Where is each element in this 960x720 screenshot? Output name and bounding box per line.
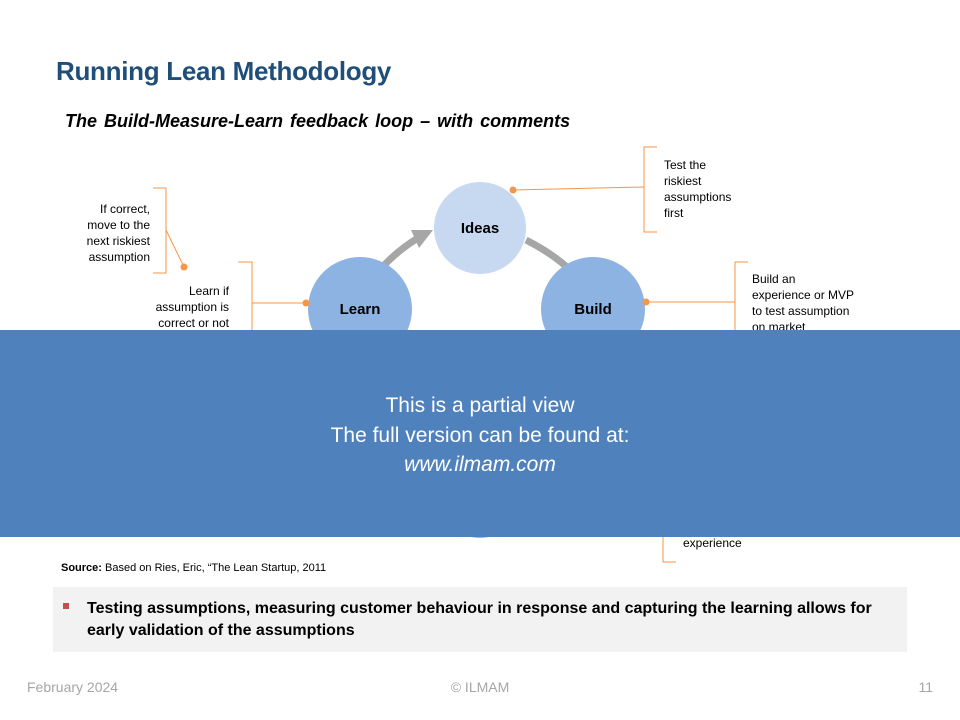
connector-ideas-comment [512, 186, 645, 191]
ideas-node [434, 182, 526, 274]
comment-test-riskiest: Test the riskiest assumptions first [664, 157, 731, 221]
ideas-node-label: Ideas [461, 220, 499, 237]
comment-line: first [664, 206, 684, 220]
footer-date: February 2024 [27, 679, 119, 695]
banner-url-link[interactable]: www.ilmam.com [404, 453, 556, 476]
source-text: Based on Ries, Eric, “The Lean Startup, … [101, 562, 327, 574]
comment-line: Learn if [188, 284, 229, 298]
diagram-subtitle: The Build-Measure-Learn feedback loop – … [65, 111, 571, 131]
comment-line: assumption is [155, 300, 229, 314]
comment-build-an: Build an experience or MVP to test assum… [752, 271, 902, 335]
comment-line: Build an [752, 272, 796, 286]
bracket-bottom-right [662, 537, 676, 563]
source-note: Source: Based on Ries, Eric, “The Lean S… [61, 562, 326, 574]
comment-line: If correct, [99, 202, 150, 216]
comment-line: assumption [88, 250, 150, 264]
bracket-mid-right [734, 261, 748, 336]
bracket-top-left [153, 187, 167, 274]
source-label: Source: [61, 562, 102, 574]
comment-line: Test the [664, 158, 707, 172]
comment-line: experience or MVP [752, 288, 855, 302]
connector-dot-build [642, 298, 650, 306]
loop-arrowhead-ideas [411, 230, 433, 248]
banner-line-1: This is a partial view [385, 394, 575, 417]
bracket-mid-left [238, 261, 253, 336]
footer-page-number: 11 [918, 679, 933, 695]
partial-view-banner: This is a partial view The full version … [0, 330, 960, 537]
build-node-label: Build [574, 301, 612, 318]
comment-if-correct: If correct, move to the next riskiest as… [40, 201, 150, 265]
connector-top-left [165, 229, 185, 268]
comment-learn-if: Learn if assumption is correct or not [110, 283, 229, 331]
learn-node-label: Learn [340, 301, 381, 318]
bracket-top-right [643, 146, 657, 233]
comment-line: next riskiest [86, 234, 150, 248]
comment-line: to test assumption [752, 304, 850, 318]
connector-dot-ideas [509, 186, 517, 194]
comment-line: assumptions [664, 190, 732, 204]
key-takeaway-text: Testing assumptions, measuring customer … [87, 600, 872, 639]
key-takeaway-box: Testing assumptions, measuring customer … [53, 587, 907, 652]
footer-copyright: © ILMAM [450, 679, 510, 695]
loop-arc-ideas-to-build [524, 236, 571, 271]
comment-line: move to the [87, 218, 150, 232]
comment-line: experience [683, 536, 742, 550]
page-title: Running Lean Methodology [56, 56, 392, 86]
comment-line: correct or not [158, 316, 229, 330]
banner-line-2: The full version can be found at: [330, 424, 630, 447]
connector-dot-learn [302, 299, 310, 307]
comment-line: riskiest [664, 174, 702, 188]
connector-dot-top-left [180, 263, 188, 271]
bullet-square-icon [63, 603, 69, 609]
comment-experience: experience [683, 535, 742, 551]
